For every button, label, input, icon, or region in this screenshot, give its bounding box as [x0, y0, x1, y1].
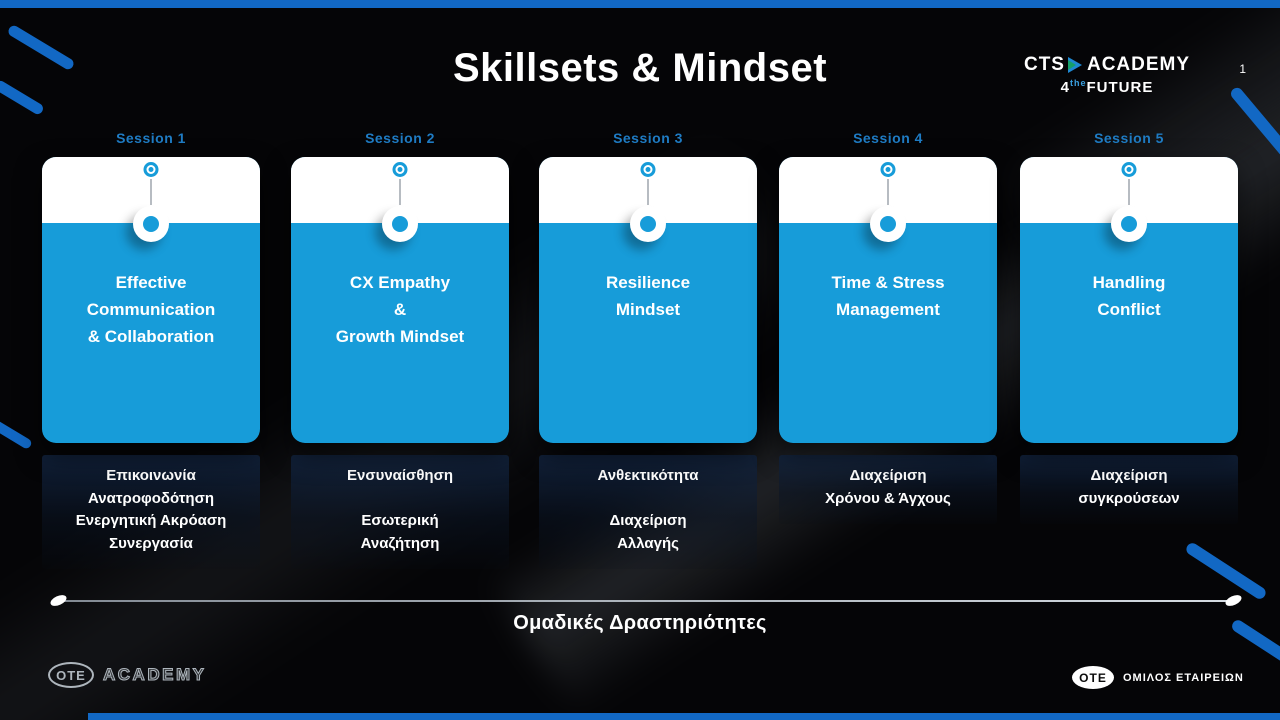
chevron-arrow-icon — [1067, 57, 1084, 73]
session-topics: Ανθεκτικότητα Διαχείριση Αλλαγής — [539, 455, 757, 569]
timeline-label: Ομαδικές Δραστηριότητες — [513, 612, 767, 634]
the-superscript: the — [1070, 78, 1087, 88]
session-column: Session 2 CX Empathy & Growth Mindset Εν… — [291, 130, 509, 569]
cts-academy-logo-line2: 4theFUTURE — [1032, 78, 1182, 96]
pin-connector-line — [887, 179, 889, 205]
session-topics: Ενσυναίσθηση Εσωτερική Αναζήτηση — [291, 455, 509, 569]
pin-knob-icon — [870, 206, 906, 242]
future-text: FUTURE — [1086, 79, 1154, 96]
pin-knob-icon — [630, 206, 666, 242]
pin-connector-line — [1128, 179, 1130, 205]
session-card: Effective Communication & Collaboration — [42, 157, 260, 443]
pin-dot-icon — [640, 162, 656, 177]
page-number: 1 — [1239, 62, 1246, 76]
academy-logo-text: ACADEMY — [1086, 54, 1191, 75]
session-label: Session 1 — [116, 130, 186, 146]
pin-dot-icon — [143, 162, 159, 177]
ote-group-label: ΟΜΙΛΟΣ ΕΤΑΙΡΕΙΩΝ — [1123, 671, 1244, 684]
four-text: 4 — [1060, 79, 1070, 96]
pin-dot-core — [1126, 167, 1132, 172]
page-title: Skillsets & Mindset — [452, 46, 828, 90]
pin-dot-core — [148, 167, 154, 172]
session-card: Time & Stress Management — [779, 157, 997, 443]
pin-dot-core — [885, 167, 891, 172]
pin-knob-core — [640, 216, 656, 232]
pin-dot-icon — [1121, 162, 1137, 177]
session-column: Session 4 Time & Stress Management Διαχε… — [779, 130, 997, 524]
ote-academy-logo: OTE ACADEMY — [48, 662, 206, 688]
pin-knob-core — [143, 216, 159, 232]
session-topics: Επικοινωνία Ανατροφοδότηση Ενεργητική Ακ… — [42, 455, 260, 569]
session-column: Session 5 Handling Conflict Διαχείριση σ… — [1020, 130, 1238, 524]
pin-dot-core — [645, 167, 651, 172]
session-label: Session 5 — [1094, 130, 1164, 146]
timeline-endpoint-right — [1223, 592, 1244, 609]
pin-knob-icon — [382, 206, 418, 242]
session-label: Session 3 — [613, 130, 683, 146]
ote-academy-label: ACADEMY — [102, 665, 207, 685]
pin-knob-core — [1121, 216, 1137, 232]
session-title: CX Empathy & Growth Mindset — [335, 273, 465, 347]
pin-dot-icon — [392, 162, 408, 177]
session-card: Handling Conflict — [1020, 157, 1238, 443]
bottom-accent-bar — [88, 713, 1280, 720]
session-card: CX Empathy & Growth Mindset — [291, 157, 509, 443]
session-column: Session 3 Resilience Mindset Ανθεκτικότη… — [539, 130, 757, 569]
blue-streak — [0, 415, 34, 451]
top-accent-bar — [0, 0, 1280, 8]
session-topics: Διαχείριση συγκρούσεων — [1020, 455, 1238, 524]
cts-academy-logo-line1: CTS ACADEMY — [1024, 54, 1189, 76]
pin-knob-core — [880, 216, 896, 232]
pin-knob-core — [392, 216, 408, 232]
blue-streak — [1184, 540, 1268, 602]
session-label: Session 4 — [853, 130, 923, 146]
pin-dot-core — [397, 167, 403, 172]
pin-knob-icon — [133, 206, 169, 242]
pin-knob-icon — [1111, 206, 1147, 242]
cts-academy-logo: CTS ACADEMY 4theFUTURE — [1024, 54, 1189, 96]
session-card: Resilience Mindset — [539, 157, 757, 443]
ote-group-logo: OTE ΟΜΙΛΟΣ ΕΤΑΙΡΕΙΩΝ — [1072, 666, 1244, 689]
timeline-line — [60, 600, 1232, 602]
session-title: Effective Communication & Collaboration — [86, 273, 216, 347]
pin-connector-line — [150, 179, 152, 205]
session-title: Resilience Mindset — [605, 273, 691, 320]
session-title: Handling Conflict — [1092, 273, 1166, 320]
ote-oval-icon: OTE — [1072, 666, 1114, 689]
pin-dot-icon — [880, 162, 896, 177]
pin-connector-line — [647, 179, 649, 205]
timeline — [48, 592, 1244, 609]
session-column: Session 1 Effective Communication & Coll… — [42, 130, 260, 569]
cts-logo-text: CTS — [1023, 54, 1065, 75]
pin-connector-line — [399, 179, 401, 205]
session-title: Time & Stress Management — [831, 273, 945, 320]
timeline-endpoint-left — [48, 592, 69, 609]
session-label: Session 2 — [365, 130, 435, 146]
session-topics: Διαχείριση Χρόνου & Άγχους — [779, 455, 997, 524]
ote-oval-icon: OTE — [48, 662, 94, 688]
